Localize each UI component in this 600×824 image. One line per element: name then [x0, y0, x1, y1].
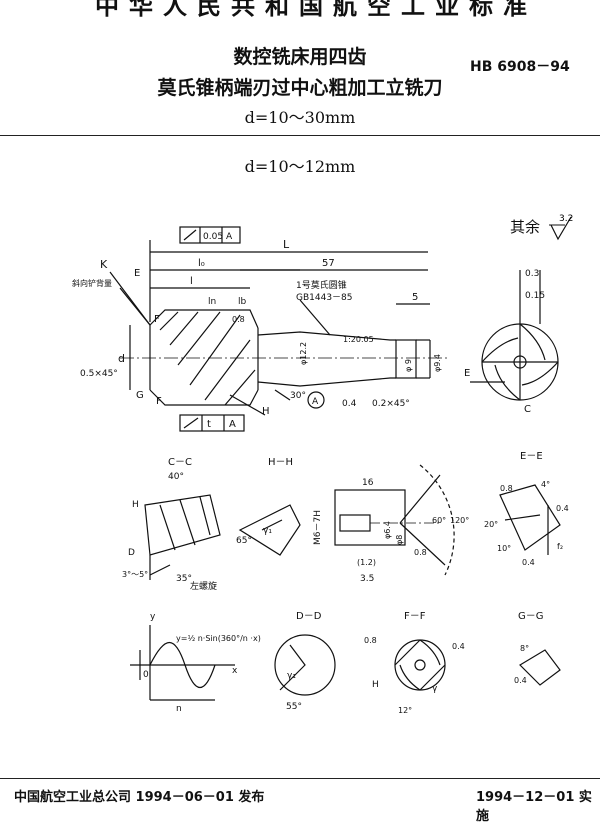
- cc-35deg: 35°: [176, 574, 192, 584]
- ee-10deg: 10°: [497, 544, 511, 553]
- tol-datum-bottom: A: [229, 419, 236, 430]
- tol-t-value: t: [207, 419, 211, 430]
- org-header: 中华人民共和国航空工业标准: [95, 0, 537, 20]
- axis-x: x: [232, 666, 238, 676]
- label-ln: ln: [208, 297, 216, 307]
- ff-08: 0.8: [364, 636, 377, 645]
- section-views-row2: y x 0 n y=½ n·Sin(360°/n ·x) D－D 55° γ₁ …: [130, 611, 561, 715]
- roughness-note: 其余 3.2: [510, 213, 575, 243]
- hh-65deg: 65°: [236, 536, 252, 546]
- label-chamfer2: 0.2×45°: [372, 399, 410, 409]
- label-K: K: [100, 258, 108, 271]
- label-l: l: [190, 276, 193, 287]
- ee-f2: f₂: [557, 542, 563, 551]
- dd-55deg: 55°: [286, 702, 302, 712]
- label-5: 5: [412, 292, 418, 303]
- center-hole-08: 0.8: [414, 548, 427, 557]
- ff-04: 0.4: [452, 642, 465, 651]
- label-datum-A: A: [312, 397, 319, 407]
- footer-issuer: 中国航空工业总公司 1994－06－01 发布: [14, 790, 265, 805]
- label-E-side: E: [464, 368, 470, 379]
- ff-H: H: [372, 680, 379, 690]
- section-views-row1: C－C H－H E－E 40° H D 35° 3°～5° 左螺旋 65° γ₁…: [122, 451, 569, 592]
- label-phi9: φ 9: [404, 359, 413, 372]
- roughness-label: 其余: [510, 218, 541, 236]
- label-d: d: [118, 352, 125, 365]
- center-hole-12: (1.2): [357, 558, 376, 567]
- cc-left-helix: 左螺旋: [190, 580, 217, 592]
- footer-effective-date: 1994－12－01 实施: [476, 790, 592, 824]
- label-lb: lb: [238, 297, 247, 307]
- ff-gamma: γ: [432, 684, 438, 694]
- ee-04a: 0.4: [556, 504, 569, 513]
- doc-title-range: d=10～30mm: [244, 108, 356, 127]
- view-title-dd: D－D: [296, 611, 322, 622]
- ff-12deg: 12°: [398, 706, 412, 715]
- tol-datum-top: A: [226, 232, 233, 242]
- view-title-gg: G－G: [518, 611, 544, 622]
- header-rule: [0, 135, 600, 136]
- sine-formula: y=½ n·Sin(360°/n ·x): [176, 634, 261, 643]
- main-cutter-drawing: 0.05 A t A K 斜向铲背量 E L l₀ 57 l ln lb 1号莫…: [72, 226, 559, 432]
- ee-04b: 0.4: [522, 558, 535, 567]
- roughness-value: 3.2: [559, 214, 573, 224]
- axis-y: y: [150, 612, 156, 622]
- label-l0: l₀: [198, 258, 205, 269]
- ee-4deg: 4°: [541, 480, 550, 489]
- axis-n: n: [176, 704, 182, 714]
- gg-8deg: 8°: [520, 644, 529, 653]
- label-C-side: C: [524, 404, 531, 415]
- center-hole-35: 3.5: [360, 574, 374, 584]
- label-phi12: φ12.2: [299, 342, 308, 365]
- center-hole-phi64: φ6.4: [383, 521, 392, 539]
- label-ra-08: 0.8: [232, 315, 245, 324]
- center-hole-120: 120°: [450, 516, 469, 525]
- doc-title-line1: 数控铣床用四齿: [233, 46, 367, 68]
- label-03: 0.3: [525, 269, 539, 279]
- label-F-bottom: F: [156, 396, 162, 407]
- cc-D: D: [128, 548, 135, 558]
- hh-gamma: γ₁: [263, 526, 272, 536]
- label-phi94: φ9.4: [433, 354, 442, 372]
- label-57: 57: [322, 258, 335, 269]
- ee-08: 0.8: [500, 484, 513, 493]
- center-hole-m6: M6－7H: [313, 510, 323, 545]
- label-H: H: [262, 406, 270, 417]
- center-hole-phi8: φ8: [395, 535, 404, 545]
- label-04: 0.4: [342, 399, 357, 409]
- label-G: G: [136, 390, 144, 401]
- view-title-cc: C－C: [168, 457, 192, 468]
- doc-title-line2: 莫氏锥柄端刃过中心粗加工立铣刀: [157, 77, 443, 99]
- label-gb-standard: GB1443－85: [296, 293, 353, 303]
- tol-runout-value: 0.05: [203, 232, 223, 242]
- label-L: L: [283, 238, 290, 251]
- ee-20deg: 20°: [484, 520, 498, 529]
- view-title-hh: H－H: [268, 457, 293, 468]
- label-spiral-relief: 斜向铲背量: [72, 278, 112, 288]
- label-30deg: 30°: [290, 391, 306, 401]
- cc-40deg: 40°: [168, 472, 184, 482]
- cc-3-5deg: 3°～5°: [122, 570, 148, 579]
- footer-rule: [0, 778, 600, 779]
- label-chamfer: 0.5×45°: [80, 369, 118, 379]
- roughness-symbol-icon: 3.2: [548, 214, 573, 241]
- standard-number: HB 6908－94: [470, 59, 570, 75]
- label-taper-ratio: 1:20.05: [343, 335, 374, 344]
- label-015: 0.15: [525, 291, 545, 301]
- dd-gamma: γ₁: [287, 671, 296, 681]
- view-title-ff: F－F: [404, 611, 426, 622]
- center-hole-16: 16: [362, 478, 374, 488]
- gg-04: 0.4: [514, 676, 527, 685]
- center-hole-60: 60°: [432, 516, 446, 525]
- label-E: E: [134, 268, 140, 279]
- cc-H: H: [132, 500, 139, 510]
- axis-origin: 0: [143, 670, 149, 680]
- section-title: d=10～12mm: [244, 157, 356, 176]
- label-F-top: F: [154, 314, 160, 325]
- label-morse-taper: 1号莫氏圆锥: [296, 279, 347, 291]
- view-title-ee: E－E: [520, 451, 543, 462]
